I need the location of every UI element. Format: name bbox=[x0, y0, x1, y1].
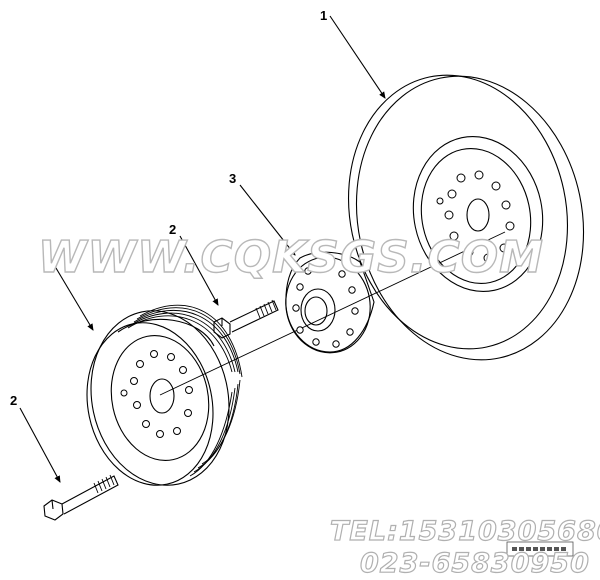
leader-arrow-item-3 bbox=[239, 184, 296, 256]
part-1-damper-plate bbox=[347, 74, 585, 361]
watermark-phone: 023-65830950 bbox=[360, 548, 590, 579]
leader-arrow-item-2-lower bbox=[19, 407, 61, 483]
pulley-grooves bbox=[127, 304, 243, 477]
watermark-site: WWW.CQKSGS.COM bbox=[38, 232, 544, 283]
callout-item-2-upper: 2 bbox=[169, 222, 176, 237]
callout-item-2-lower: 2 bbox=[10, 393, 17, 408]
callout-item-1: 1 bbox=[320, 8, 327, 23]
part-2-bolt-upper bbox=[213, 299, 279, 339]
assembly-axis-line bbox=[159, 231, 506, 396]
leader-arrow-item-1 bbox=[329, 15, 386, 99]
part-2-bolt-lower bbox=[43, 474, 119, 521]
part-3-hub-spacer bbox=[285, 251, 375, 354]
leader-arrow-item-2-upper bbox=[179, 235, 219, 306]
callout-item-3: 3 bbox=[229, 171, 236, 186]
diagram-code-stamp bbox=[506, 541, 574, 557]
pulley bbox=[86, 304, 243, 486]
watermark-tel: TEL:15310305680 bbox=[330, 516, 600, 547]
leader-arrow-pulley bbox=[49, 257, 94, 331]
